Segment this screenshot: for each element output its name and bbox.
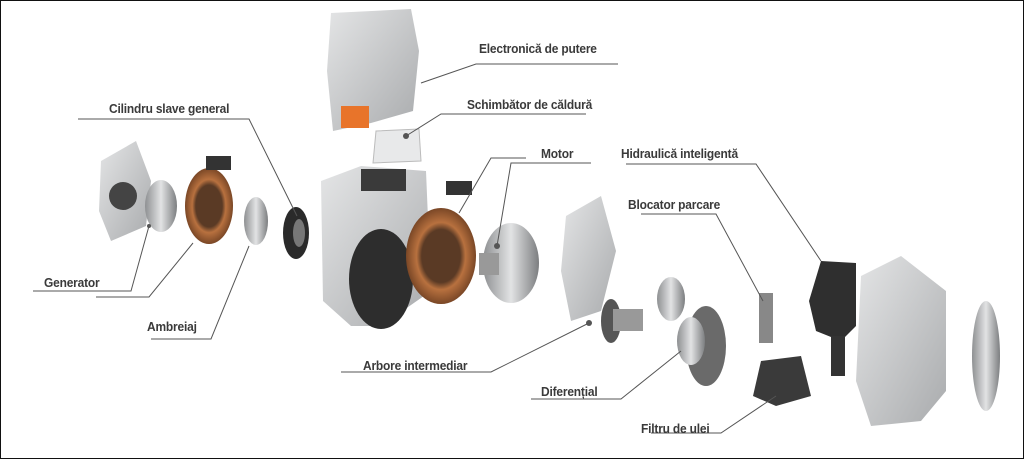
label-power-electronics: Electronică de putere xyxy=(479,41,597,56)
clutch-part xyxy=(244,197,268,245)
intermediate-shaft-part xyxy=(601,299,643,343)
oil-filter-part xyxy=(753,356,811,406)
label-oil-filter: Filtru de ulei xyxy=(641,421,710,436)
rear-housing-part xyxy=(856,256,946,426)
smart-hydraulics-part xyxy=(809,261,856,376)
motor-rotor-part xyxy=(479,223,539,303)
label-slave-cylinder: Cilindru slave general xyxy=(109,101,230,116)
label-motor: Motor xyxy=(541,146,574,161)
connector-orange xyxy=(341,106,369,128)
main-housing-part xyxy=(321,166,431,329)
label-heat-exchanger: Schimbător de căldură xyxy=(467,97,593,112)
cover-plate-part xyxy=(561,196,616,321)
generator-part xyxy=(99,141,233,244)
label-differential: Diferențial xyxy=(541,384,598,399)
motor-stator-part xyxy=(406,181,476,304)
differential-part xyxy=(677,306,726,386)
label-parking-lock: Blocator parcare xyxy=(628,197,721,212)
slave-cylinder-part xyxy=(283,207,309,259)
power-electronics-part xyxy=(327,9,419,131)
end-cover-part xyxy=(972,301,1000,411)
label-generator: Generator xyxy=(44,275,100,290)
label-clutch: Ambreiaj xyxy=(147,319,197,334)
bearing-part xyxy=(657,277,685,321)
label-intermediate-shaft: Arbore intermediar xyxy=(363,358,468,373)
label-smart-hydraulics: Hidraulică inteligentă xyxy=(621,146,738,161)
heat-exchanger-part xyxy=(372,128,422,164)
leader-lines xyxy=(33,63,822,434)
parking-lock-part xyxy=(759,293,773,343)
leader-dots xyxy=(147,133,592,326)
